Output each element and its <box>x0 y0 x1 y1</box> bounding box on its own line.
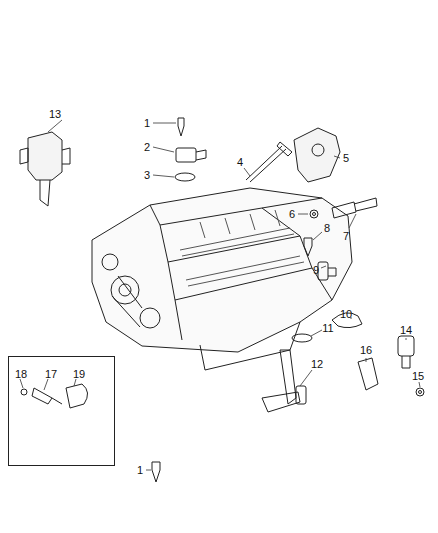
callout-number: 14 <box>400 325 412 336</box>
callout-number: 19 <box>73 369 85 380</box>
callout-number: 15 <box>412 371 424 382</box>
callout-number: 3 <box>144 170 150 181</box>
callout-number: 17 <box>45 369 57 380</box>
callout-number: 4 <box>237 157 243 168</box>
callout-number: 18 <box>15 369 27 380</box>
callout-number: 12 <box>311 359 323 370</box>
callout-number: 1 <box>144 118 150 129</box>
callout-number: 9 <box>313 265 319 276</box>
callout-number: 16 <box>360 345 372 356</box>
callout-number: 5 <box>343 153 349 164</box>
callout-number: 1 <box>137 465 143 476</box>
callout-number: 10 <box>340 309 352 320</box>
callout-number: 6 <box>289 209 295 220</box>
callout-number: 8 <box>324 223 330 234</box>
callout-number: 2 <box>144 142 150 153</box>
callout-number: 11 <box>322 323 333 334</box>
inset-box: 18 17 19 <box>8 356 115 466</box>
callout-number: 13 <box>49 109 61 120</box>
callout-number: 7 <box>343 231 349 242</box>
